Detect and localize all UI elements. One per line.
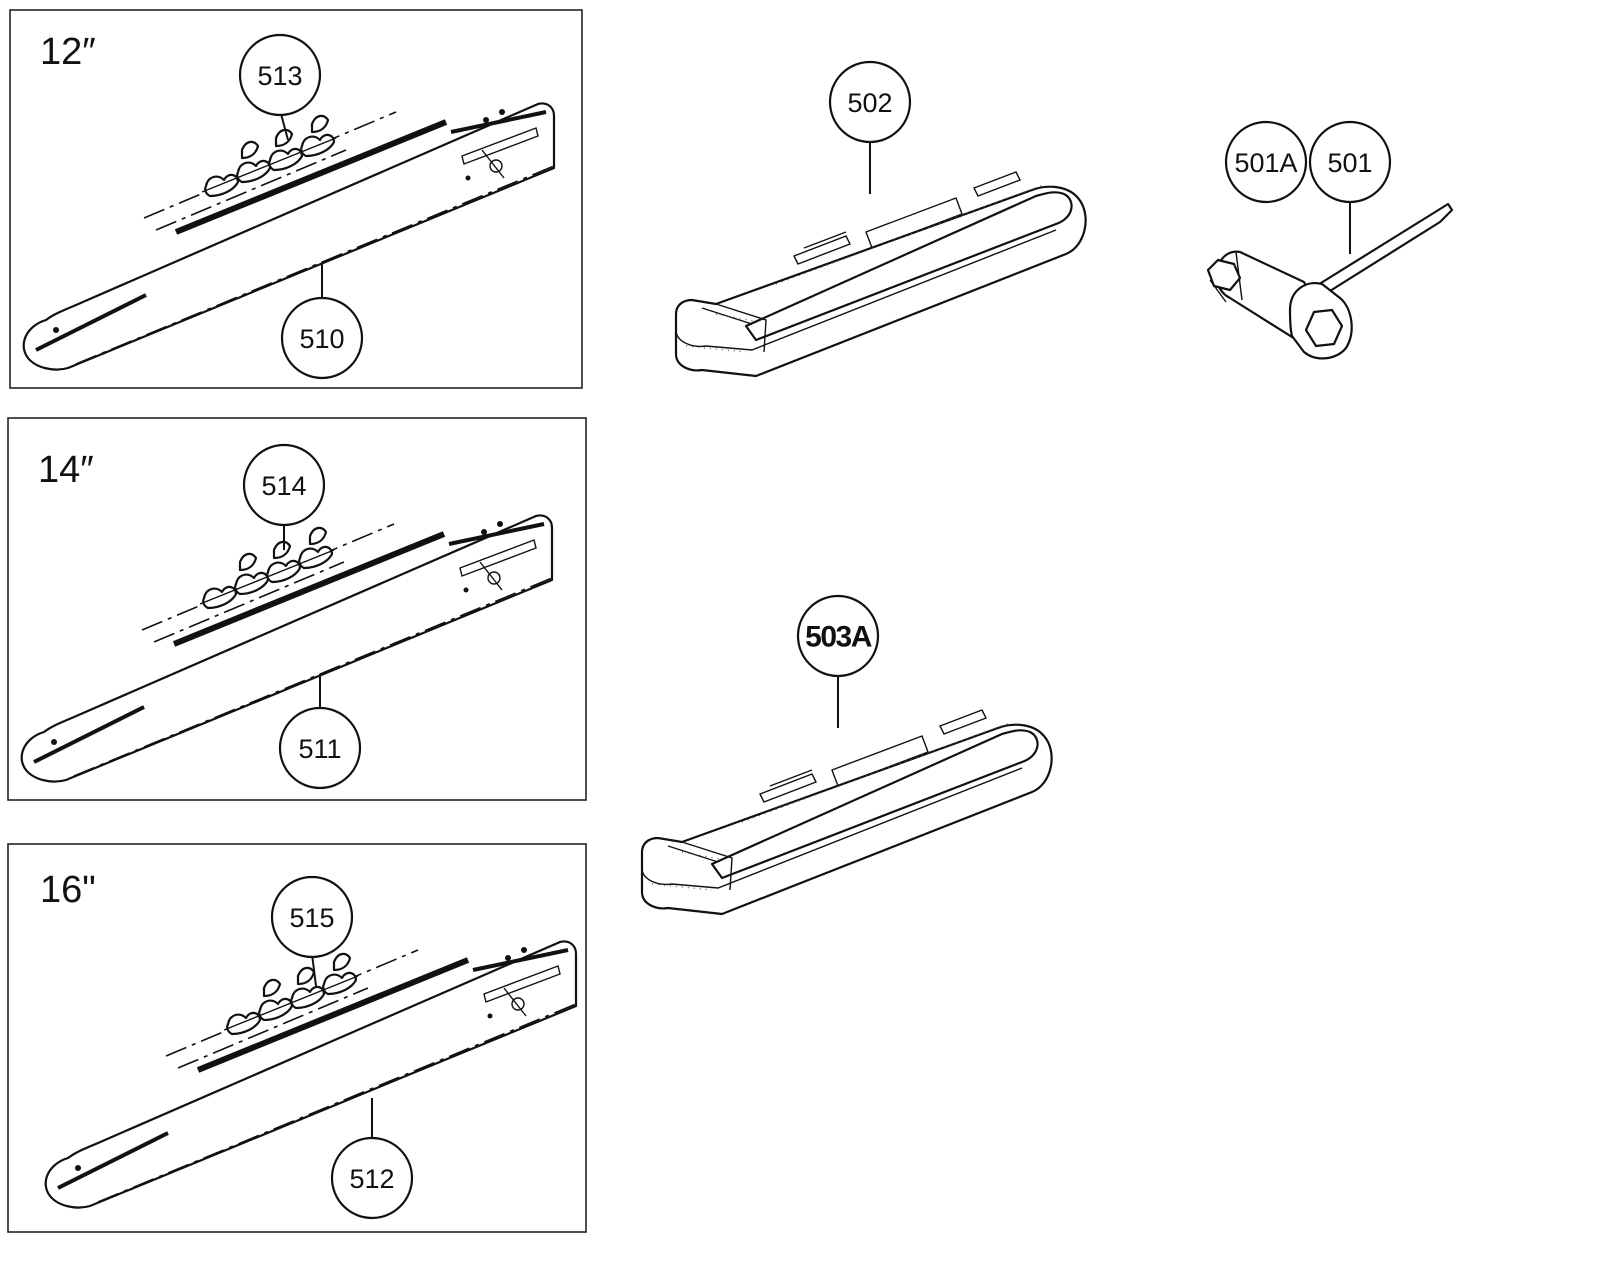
panel-frame (7, 843, 587, 1233)
chain-callout: 515 (289, 903, 334, 933)
callout-circle (1308, 120, 1392, 204)
callout-circle (238, 33, 322, 117)
callout-circle (278, 706, 362, 790)
combination-wrench-tool: 501A 501 (1206, 120, 1454, 360)
callout-circle (796, 594, 880, 678)
tool-callout-501: 501 (1327, 148, 1372, 178)
panel-16in: 16" 515 512 (7, 843, 587, 1233)
callout-circle (828, 60, 912, 144)
size-label: 16" (40, 869, 96, 911)
panel-14in: 14″ 514 511 (7, 417, 587, 801)
chain-callout: 514 (261, 471, 306, 501)
bar-cover-drawing (640, 708, 1053, 916)
size-label: 12″ (40, 31, 96, 73)
callout-circle (1224, 120, 1308, 204)
socket-wrench-icon (1206, 202, 1454, 360)
bar-cover-lower: 503A (640, 594, 1053, 916)
bar-cover-drawing (674, 170, 1087, 378)
chain-callout: 513 (257, 61, 302, 91)
callout-circle (330, 1136, 414, 1220)
bar-callout: 511 (298, 734, 341, 764)
panel-frame (7, 417, 587, 801)
cover-callout: 502 (847, 88, 892, 118)
bar-callout: 512 (349, 1164, 394, 1194)
tool-callout-501a: 501A (1234, 148, 1297, 178)
size-label: 14″ (38, 449, 94, 491)
guide-bar-with-chain (46, 942, 576, 1208)
bar-cover-upper: 502 (674, 60, 1087, 378)
bar-callout: 510 (299, 324, 344, 354)
cover-callout: 503A (805, 621, 872, 654)
callout-circle (242, 443, 326, 527)
panel-12in: 12″ 513 510 (9, 9, 583, 389)
callout-circle (280, 296, 364, 380)
callout-circle (270, 875, 354, 959)
panel-frame (9, 9, 583, 389)
leader-line (311, 953, 317, 987)
